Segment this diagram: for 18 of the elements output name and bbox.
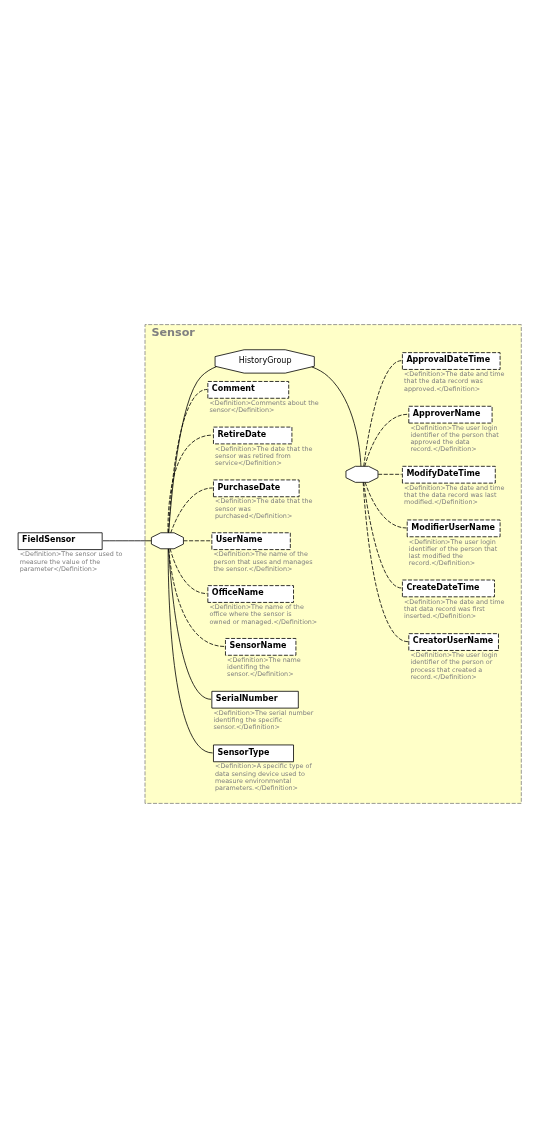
connector bbox=[168, 548, 226, 647]
connector bbox=[168, 548, 212, 700]
connector bbox=[167, 548, 214, 754]
connector bbox=[377, 473, 402, 475]
connector bbox=[167, 434, 214, 533]
connector bbox=[364, 413, 409, 467]
node-octagon bbox=[345, 465, 379, 483]
node-octagon bbox=[151, 532, 184, 550]
connector bbox=[102, 540, 152, 542]
connector bbox=[363, 482, 402, 589]
connector bbox=[363, 360, 402, 467]
connector bbox=[311, 366, 362, 467]
connector bbox=[364, 482, 407, 529]
connector bbox=[169, 548, 208, 594]
connector bbox=[183, 540, 212, 542]
connector bbox=[168, 366, 217, 534]
connector bbox=[170, 487, 214, 534]
connector bbox=[362, 482, 409, 643]
